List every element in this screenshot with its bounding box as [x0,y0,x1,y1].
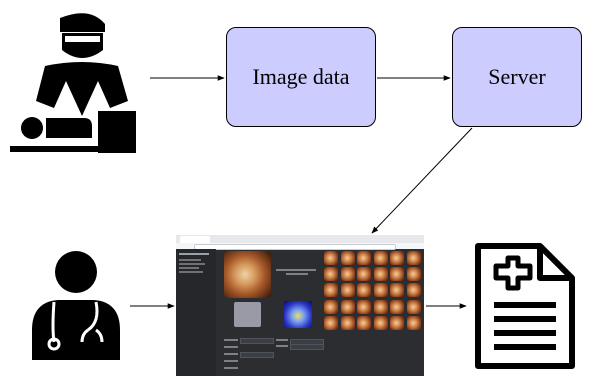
grid-thumbnail [390,267,405,282]
grid-thumbnail [407,267,421,282]
grid-thumbnail [324,299,338,314]
grid-thumbnail [324,315,338,330]
grayscale-thumbnail [234,302,261,327]
app-sidebar [176,249,216,376]
grid-thumbnail [373,299,388,314]
image-data-node: Image data [226,27,376,127]
surgeon-icon [10,13,136,153]
grid-thumbnail [373,283,388,298]
grid-thumbnail [357,283,372,298]
grid-thumbnail [340,299,355,314]
grid-thumbnail [390,283,405,298]
grid-thumbnail [373,251,388,265]
grid-thumbnail [324,251,338,265]
grid-thumbnail [340,267,355,282]
grid-thumbnail [357,299,372,314]
report-icon [475,243,575,369]
grid-thumbnail [390,251,405,265]
grid-thumbnail [357,251,372,265]
grid-thumbnail [324,267,338,282]
endoscopy-image [224,251,271,298]
grid-thumbnail [407,315,421,330]
web-interface-screenshot [176,235,424,376]
grid-thumbnail [373,267,388,282]
grid-thumbnail [407,283,421,298]
grid-thumbnail [407,251,421,265]
edge-server-to-web-interface [371,127,473,234]
browser-tab-bar [176,235,424,243]
grid-thumbnail [373,315,388,330]
endoscopy-image-grid [324,251,422,333]
grid-thumbnail [340,283,355,298]
grid-thumbnail [340,315,355,330]
doctor-icon [32,251,120,360]
grid-thumbnail [390,315,405,330]
grid-thumbnail [340,251,355,265]
grid-thumbnail [407,299,421,314]
server-label: Server [488,64,546,89]
heatmap-thumbnail [284,301,312,328]
browser-address-bar [176,243,424,250]
image-data-label: Image data [252,64,350,89]
grid-thumbnail [324,283,338,298]
grid-thumbnail [357,267,372,282]
server-node: Server [452,27,582,127]
grid-thumbnail [390,299,405,314]
grid-thumbnail [357,315,372,330]
